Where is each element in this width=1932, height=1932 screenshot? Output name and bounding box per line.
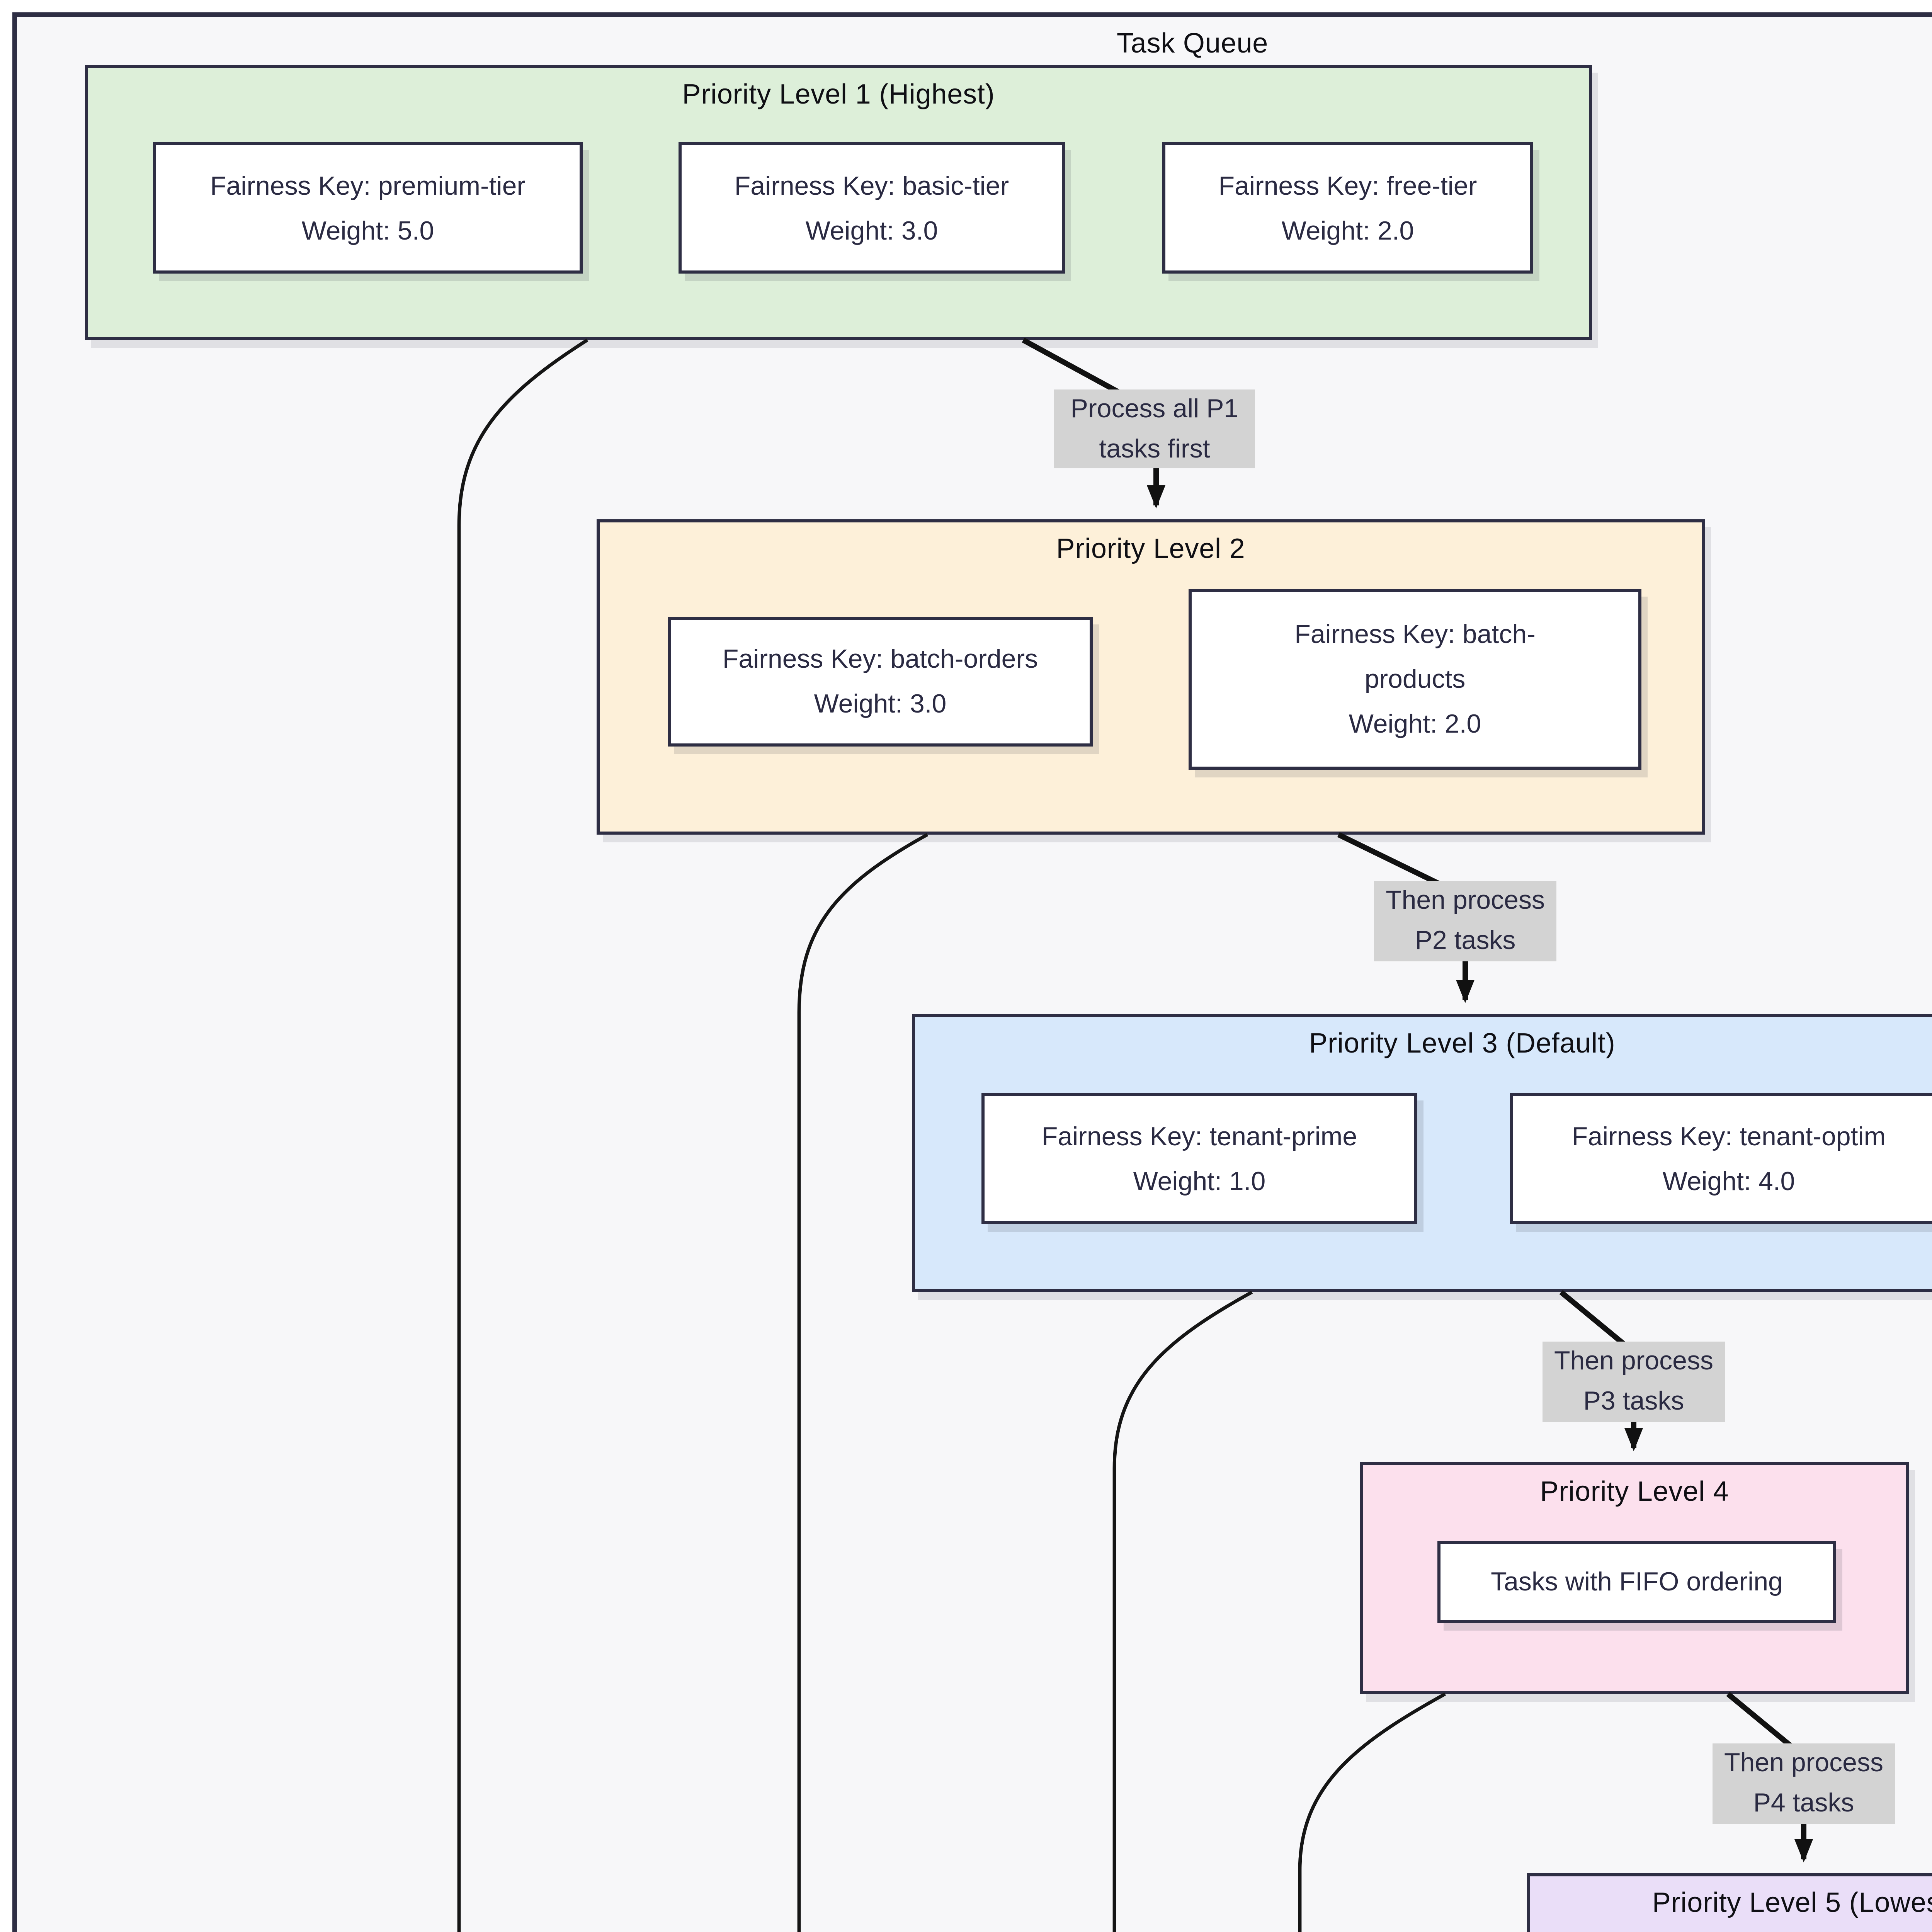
cluster-priority-level-4: Priority Level 4 Tasks with FIFO orderin…	[1360, 1462, 1909, 1694]
cluster-title-p2: Priority Level 2	[1056, 533, 1245, 564]
node-free-tier: Fairness Key: free-tier Weight: 2.0	[1162, 142, 1533, 274]
node-basic-tier: Fairness Key: basic-tier Weight: 3.0	[679, 142, 1065, 274]
node-line: Weight: 4.0	[1662, 1166, 1795, 1196]
cluster-priority-level-2: Priority Level 2 Fairness Key: batch-ord…	[597, 519, 1705, 835]
node-line: Fairness Key: batch-orders	[722, 645, 1038, 674]
node-line: Fairness Key: premium-tier	[210, 171, 526, 200]
node-line: Fairness Key: basic-tier	[734, 171, 1009, 200]
node-batch-orders: Fairness Key: batch-orders Weight: 3.0	[668, 617, 1093, 747]
edge-label-line: P3 tasks	[1583, 1386, 1684, 1416]
node-batch-products: Fairness Key: batch- products Weight: 2.…	[1189, 589, 1641, 770]
edge-label-line: Then process	[1554, 1346, 1713, 1376]
node-line: Weight: 1.0	[1133, 1166, 1266, 1196]
cluster-priority-level-3: Priority Level 3 (Default) Fairness Key:…	[912, 1014, 1932, 1292]
edge-label-line: Process all P1	[1070, 393, 1239, 423]
node-premium-tier: Fairness Key: premium-tier Weight: 5.0	[153, 142, 583, 274]
node-line: Weight: 5.0	[301, 216, 434, 245]
cluster-priority-level-1: Priority Level 1 (Highest) Fairness Key:…	[85, 65, 1592, 340]
node-tenant-prime: Fairness Key: tenant-prime Weight: 1.0	[981, 1093, 1417, 1224]
cluster-title-p5: Priority Level 5 (Lowest)	[1652, 1887, 1932, 1918]
node-line: Weight: 3.0	[805, 216, 938, 245]
edge-label-line: P4 tasks	[1753, 1788, 1854, 1818]
node-line: Weight: 3.0	[814, 689, 947, 719]
edge-label-line: Then process	[1386, 886, 1545, 915]
edge-label-process-p2: Then process P2 tasks	[1374, 881, 1556, 961]
edge-label-process-p3: Then process P3 tasks	[1543, 1342, 1725, 1422]
node-line: Tasks with FIFO ordering	[1491, 1567, 1783, 1597]
node-line: products	[1364, 665, 1466, 694]
task-queue-title: Task Queue	[1116, 28, 1269, 59]
node-line: Weight: 2.0	[1349, 709, 1481, 739]
node-line: Fairness Key: tenant-prime	[1041, 1121, 1357, 1151]
edge-label-process-p1: Process all P1 tasks first	[1054, 389, 1255, 468]
node-tenant-optim: Fairness Key: tenant-optim Weight: 4.0	[1510, 1093, 1932, 1224]
cluster-title-p4: Priority Level 4	[1540, 1476, 1729, 1507]
cluster-title-p1: Priority Level 1 (Highest)	[682, 79, 995, 110]
node-line: Weight: 2.0	[1281, 216, 1414, 245]
cluster-title-p3: Priority Level 3 (Default)	[1309, 1028, 1616, 1059]
node-line: Fairness Key: free-tier	[1218, 171, 1477, 200]
edge-label-line: tasks first	[1099, 434, 1210, 463]
cluster-priority-level-5: Priority Level 5 (Lowest) Tasks with FIF…	[1527, 1873, 1932, 1932]
node-fifo-p4: Tasks with FIFO ordering	[1437, 1541, 1836, 1623]
node-line: Fairness Key: tenant-optim	[1571, 1121, 1886, 1151]
node-line: Fairness Key: batch-	[1294, 620, 1536, 649]
edge-label-process-p4: Then process P4 tasks	[1713, 1743, 1895, 1824]
edge-label-line: P2 tasks	[1415, 926, 1516, 955]
edge-label-line: Then process	[1724, 1748, 1883, 1777]
